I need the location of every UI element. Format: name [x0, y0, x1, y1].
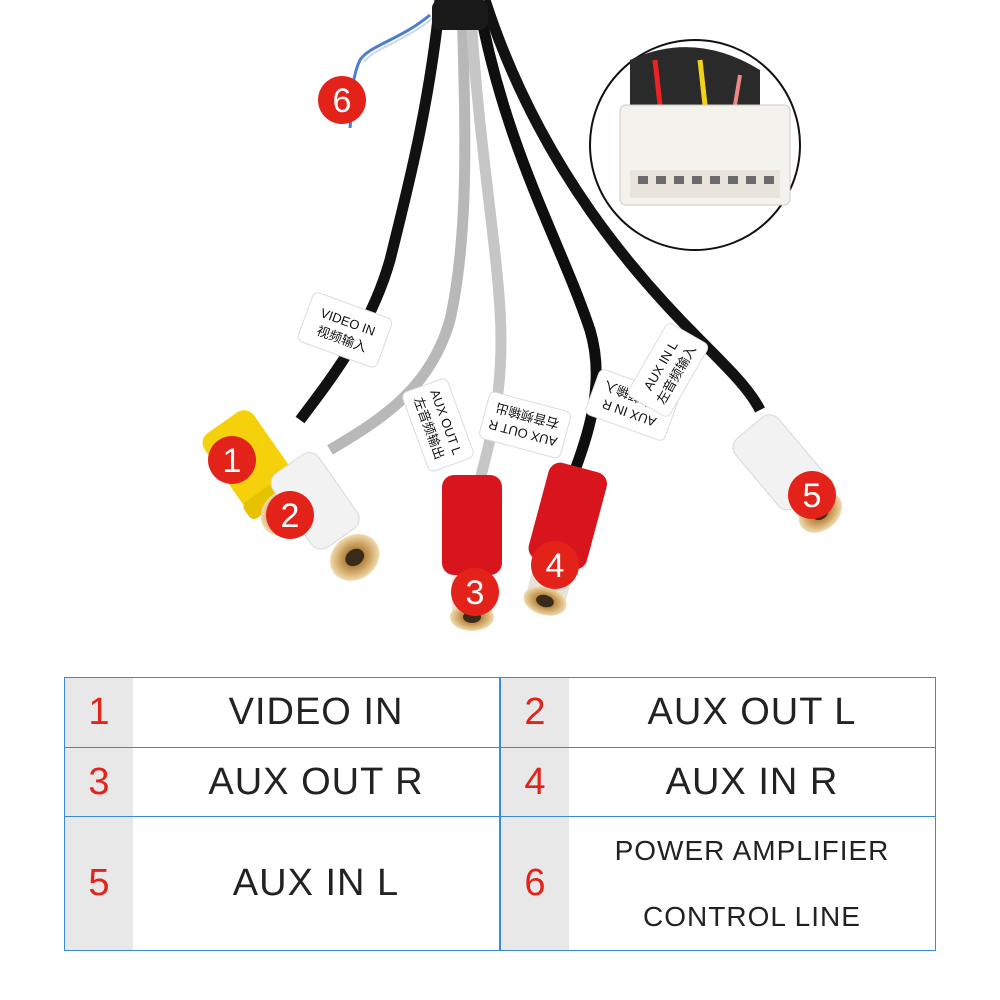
row-number: 3 [65, 748, 133, 816]
svg-text:4: 4 [546, 547, 565, 585]
legend-table-left: 1 VIDEO IN 3 AUX OUT R 5 AUX IN L [64, 677, 500, 951]
row-label-line-1: POWER AMPLIFIER [614, 834, 890, 866]
cable-video-in [295, 0, 446, 424]
row-number: 1 [65, 678, 133, 747]
svg-text:2: 2 [281, 497, 300, 535]
badge-2: 2 [266, 491, 314, 539]
row-label: AUX IN R [665, 760, 839, 803]
badge-1: 1 [208, 436, 256, 484]
row-label: POWER AMPLIFIER CONTROL LINE [569, 817, 935, 950]
table-row: 2 AUX OUT L [501, 678, 935, 747]
row-label: AUX OUT R [208, 760, 424, 803]
row-number: 6 [501, 817, 569, 950]
cable-aux-out-l [327, 0, 471, 455]
svg-text:5: 5 [803, 477, 822, 515]
cable-photo: VIDEO IN 视频输入 AUX OUT L 左音频输出 AUX OUT R … [202, 0, 843, 631]
rca-connector-aux-in-r [523, 462, 607, 616]
rca-connector-aux-out-l [270, 452, 380, 581]
rca-connector-aux-in-l [732, 414, 843, 533]
tag-aux-out-r: AUX OUT R 右音频输出 [479, 391, 571, 459]
badge-6: 6 [318, 76, 366, 124]
row-number: 4 [501, 748, 569, 816]
tag-aux-in-l: AUX IN L 左音频输入 [627, 323, 709, 417]
row-label: AUX IN L [232, 862, 400, 904]
table-row: 3 AUX OUT R [65, 747, 499, 816]
harness-plug-inset [589, 39, 801, 251]
badge-3: 3 [451, 568, 499, 616]
tag-aux-out-l: AUX OUT L 左音频输出 [402, 378, 474, 472]
row-label-line-2: CONTROL LINE [643, 900, 861, 932]
svg-text:6: 6 [333, 82, 352, 120]
tag-video-in: VIDEO IN 视频输入 [297, 292, 393, 368]
row-label: AUX OUT L [647, 691, 857, 733]
svg-text:1: 1 [223, 442, 242, 480]
row-label: VIDEO IN [228, 691, 404, 733]
row-number: 2 [501, 678, 569, 747]
row-number: 5 [65, 817, 133, 950]
legend-table-right: 2 AUX OUT L 4 AUX IN R 6 POWER AMPLIFIER… [500, 677, 936, 951]
badge-4: 4 [531, 541, 579, 589]
table-row: 4 AUX IN R [501, 747, 935, 816]
table-row: 5 AUX IN L [65, 816, 499, 950]
cable-aux-in-l [479, 0, 765, 413]
table-row: 1 VIDEO IN [65, 678, 499, 747]
badge-5: 5 [788, 471, 836, 519]
table-row: 6 POWER AMPLIFIER CONTROL LINE [501, 816, 935, 950]
svg-text:3: 3 [466, 574, 485, 612]
cable-aux-in-r [472, 0, 602, 472]
